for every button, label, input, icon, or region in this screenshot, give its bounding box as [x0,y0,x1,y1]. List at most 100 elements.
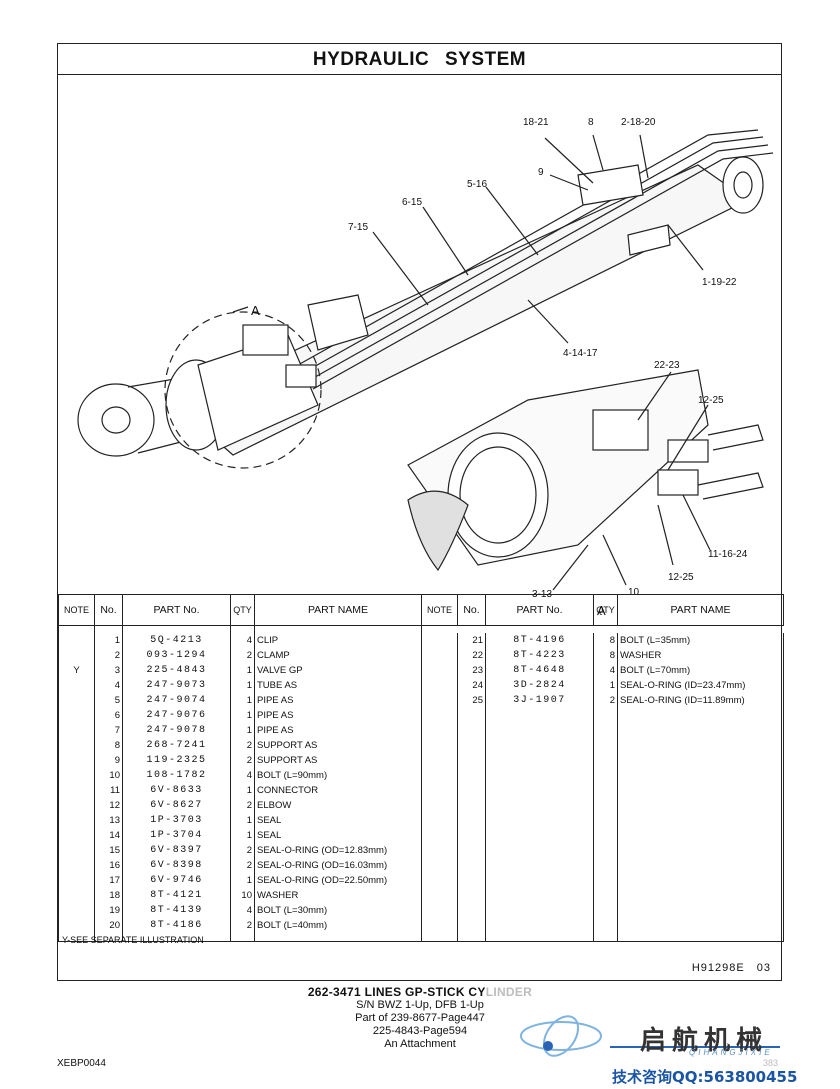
cell-part-name: CONNECTOR [254,783,422,798]
cell-note [421,753,458,768]
cell-note [421,888,458,903]
cell-note [421,738,458,753]
cell-part-name: CLAMP [254,648,422,663]
cell-part-name [617,753,784,768]
cell-part-name [617,798,784,813]
cell-qty: 1 [230,783,255,798]
cell-qty: 4 [230,903,255,918]
cell-qty: 2 [230,798,255,813]
cell-note [421,903,458,918]
cell-no: 5 [94,693,123,708]
cell-qty: 1 [230,813,255,828]
cell-part-no [485,798,594,813]
cell-note [421,933,458,942]
cell-qty: 1 [230,723,255,738]
illustration-code: H91298E 03 [691,962,771,974]
header-part-name: PART NAME [254,594,422,626]
cell-part-no: 108-1782 [122,768,231,783]
cell-part-name [254,933,422,942]
cell-part-no: 8T-4139 [122,903,231,918]
cell-note [421,813,458,828]
cell-part-name: SEAL [254,828,422,843]
cell-part-name: SEAL-O-RING (ID=23.47mm) [617,678,784,693]
cell-note [421,828,458,843]
cell-no: 19 [94,903,123,918]
cell-part-name [617,723,784,738]
cell-qty [593,933,618,942]
cell-note [58,678,95,693]
cell-qty: 2 [230,753,255,768]
cell-part-name: SEAL-O-RING (OD=16.03mm) [254,858,422,873]
cell-part-name: BOLT (L=35mm) [617,633,784,648]
cell-qty: 4 [230,768,255,783]
cell-part-no: 3J-1907 [485,693,594,708]
cell-part-no: 093-1294 [122,648,231,663]
cell-part-no: 225-4843 [122,663,231,678]
cell-part-name [617,903,784,918]
cell-part-name: BOLT (L=90mm) [254,768,422,783]
cell-note [421,843,458,858]
cell-part-no [485,918,594,933]
cell-no: 7 [94,723,123,738]
cell-qty [593,753,618,768]
caption-part-of: Part of 239-8677-Page447 [355,1012,485,1024]
cell-part-name [617,873,784,888]
cell-part-no [485,723,594,738]
header-part-no: PART No. [122,594,231,626]
cell-no: 13 [94,813,123,828]
cell-qty [593,918,618,933]
cell-part-no: 1P-3704 [122,828,231,843]
cell-part-name [617,828,784,843]
callout-2-18-20: 2-18-20 [621,117,656,128]
cell-no: 23 [457,663,486,678]
cell-part-no [485,888,594,903]
cell-note [58,813,95,828]
cell-qty: 2 [593,693,618,708]
cell-part-no: 247-9078 [122,723,231,738]
caption-page-ref: 225-4843-Page594 [372,1025,468,1037]
cell-qty: 2 [230,918,255,933]
callout-12-25-bottom: 12-25 [668,572,694,583]
cell-qty: 2 [230,738,255,753]
cell-part-no [485,708,594,723]
cell-part-no [485,828,594,843]
cell-part-no [485,783,594,798]
cell-part-no: 247-9076 [122,708,231,723]
cell-note [58,858,95,873]
callout-4-14-17: 4-14-17 [563,348,598,359]
caption-title: 262-3471 LINES GP-STICK CYLINDER [0,986,840,999]
cell-qty [593,723,618,738]
cell-part-no [485,933,594,942]
cell-no: 3 [94,663,123,678]
cell-part-name: WASHER [254,888,422,903]
cell-qty [593,828,618,843]
cell-part-name [254,625,422,633]
cell-qty: 2 [230,648,255,663]
cell-no [457,843,486,858]
watermark-page-number: 383 [763,1058,779,1068]
cell-part-no [485,903,594,918]
cell-part-no: 8T-4196 [485,633,594,648]
cell-no: 16 [94,858,123,873]
cell-no [94,625,123,633]
table-spacer-row [58,625,784,633]
cell-part-no [485,768,594,783]
cell-note [58,768,95,783]
callout-7-15: 7-15 [348,222,369,233]
callout-12-25-top: 12-25 [698,395,724,406]
cell-no [457,813,486,828]
watermark-contact: 技术咨询QQ:563800455 [612,1068,798,1086]
cell-qty: 1 [230,708,255,723]
cell-part-name [617,843,784,858]
cell-qty [593,708,618,723]
cell-part-name: SEAL-O-RING (OD=12.83mm) [254,843,422,858]
cell-part-name: VALVE GP [254,663,422,678]
